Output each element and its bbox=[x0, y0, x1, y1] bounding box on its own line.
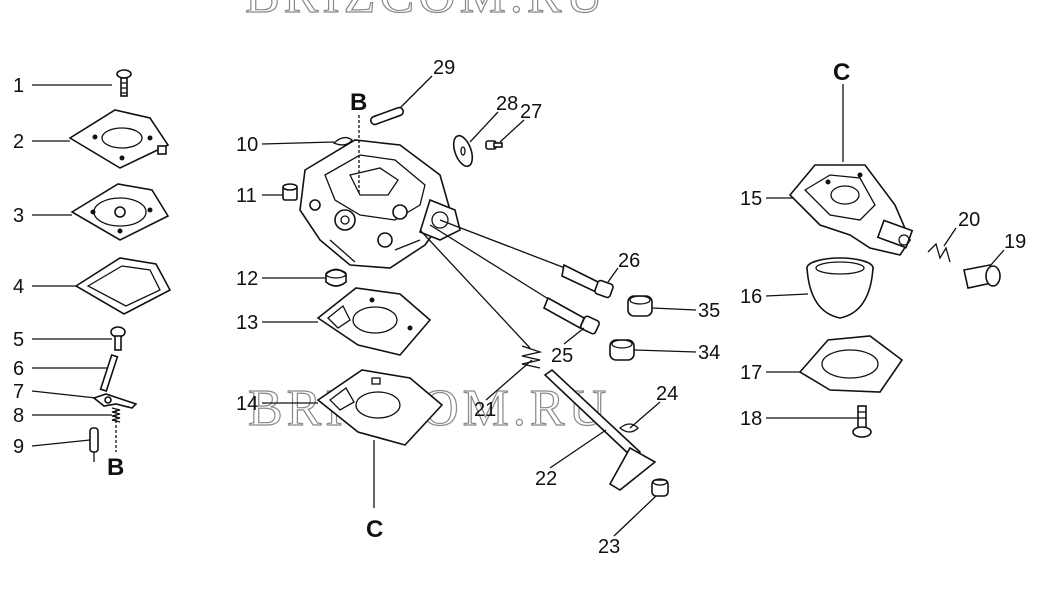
part-19-screw bbox=[963, 264, 1001, 289]
callout-10: 10 bbox=[236, 134, 258, 156]
part-23-nut bbox=[651, 478, 669, 497]
part-11-plug bbox=[282, 183, 298, 201]
callout-35: 35 bbox=[698, 300, 720, 322]
callout-14: 14 bbox=[236, 393, 258, 415]
part-carburetor-body bbox=[299, 139, 461, 269]
callout-17: 17 bbox=[740, 362, 762, 384]
callout-21: 21 bbox=[474, 399, 496, 421]
callout-15: 15 bbox=[740, 188, 762, 210]
ref-letter-c-bottom: C bbox=[366, 516, 383, 543]
callout-2: 2 bbox=[13, 131, 24, 153]
callout-25: 25 bbox=[551, 345, 573, 367]
part-7-lever bbox=[92, 393, 138, 409]
watermark-top: BRIZCOM.RU bbox=[245, 0, 607, 24]
callout-26: 26 bbox=[618, 250, 640, 272]
callout-24: 24 bbox=[656, 383, 678, 405]
callout-20: 20 bbox=[958, 209, 980, 231]
part-21-spring bbox=[419, 229, 543, 369]
callout-5: 5 bbox=[13, 329, 24, 351]
part-16-diaphragm-cup bbox=[806, 257, 874, 319]
part-12-cap bbox=[325, 268, 347, 287]
part-10-clip bbox=[332, 136, 353, 146]
part-4-gasket bbox=[74, 257, 172, 315]
part-13-gasket bbox=[316, 287, 432, 356]
part-35-limiter-cap bbox=[627, 295, 653, 317]
part-17-gasket bbox=[798, 335, 904, 393]
callout-8: 8 bbox=[13, 405, 24, 427]
part-18-screw bbox=[852, 405, 872, 438]
part-27-screw bbox=[485, 140, 503, 150]
part-24-clip bbox=[618, 423, 639, 433]
callout-19: 19 bbox=[1004, 231, 1026, 253]
callout-4: 4 bbox=[13, 276, 24, 298]
callout-23: 23 bbox=[598, 536, 620, 558]
callout-1: 1 bbox=[13, 75, 24, 97]
part-1-screw bbox=[116, 69, 132, 97]
callout-27: 27 bbox=[520, 101, 542, 123]
part-25-adjust-screw bbox=[429, 224, 601, 335]
callout-13: 13 bbox=[236, 312, 258, 334]
part-28-disc bbox=[452, 134, 474, 168]
part-26-adjust-screw bbox=[439, 219, 614, 299]
ref-letter-b-bottom: B bbox=[107, 454, 124, 481]
ref-letter-b-top: B bbox=[350, 89, 367, 116]
part-15-metering-cover bbox=[788, 164, 914, 256]
callout-22: 22 bbox=[535, 468, 557, 490]
part-9-needle bbox=[89, 427, 99, 462]
callout-28: 28 bbox=[496, 93, 518, 115]
callout-7: 7 bbox=[13, 381, 24, 403]
part-29-pin bbox=[369, 106, 405, 126]
callout-6: 6 bbox=[13, 358, 24, 380]
part-34-limiter-cap bbox=[609, 339, 635, 361]
callout-9: 9 bbox=[13, 436, 24, 458]
part-14-metering-plate bbox=[316, 369, 444, 446]
callout-29: 29 bbox=[433, 57, 455, 79]
callout-3: 3 bbox=[13, 205, 24, 227]
callout-18: 18 bbox=[740, 408, 762, 430]
part-22-throttle-shaft bbox=[543, 368, 657, 491]
part-2-pump-cover bbox=[68, 109, 170, 169]
leader-lines bbox=[31, 75, 1005, 537]
part-5-screw bbox=[110, 326, 126, 351]
part-20-spring bbox=[927, 242, 951, 263]
ref-letter-c-right: C bbox=[833, 59, 850, 86]
callout-12: 12 bbox=[236, 268, 258, 290]
part-6-pin bbox=[99, 353, 119, 393]
callout-16: 16 bbox=[740, 286, 762, 308]
part-3-pump-diaphragm bbox=[70, 183, 170, 241]
callout-34: 34 bbox=[698, 342, 720, 364]
callout-11: 11 bbox=[236, 185, 257, 207]
